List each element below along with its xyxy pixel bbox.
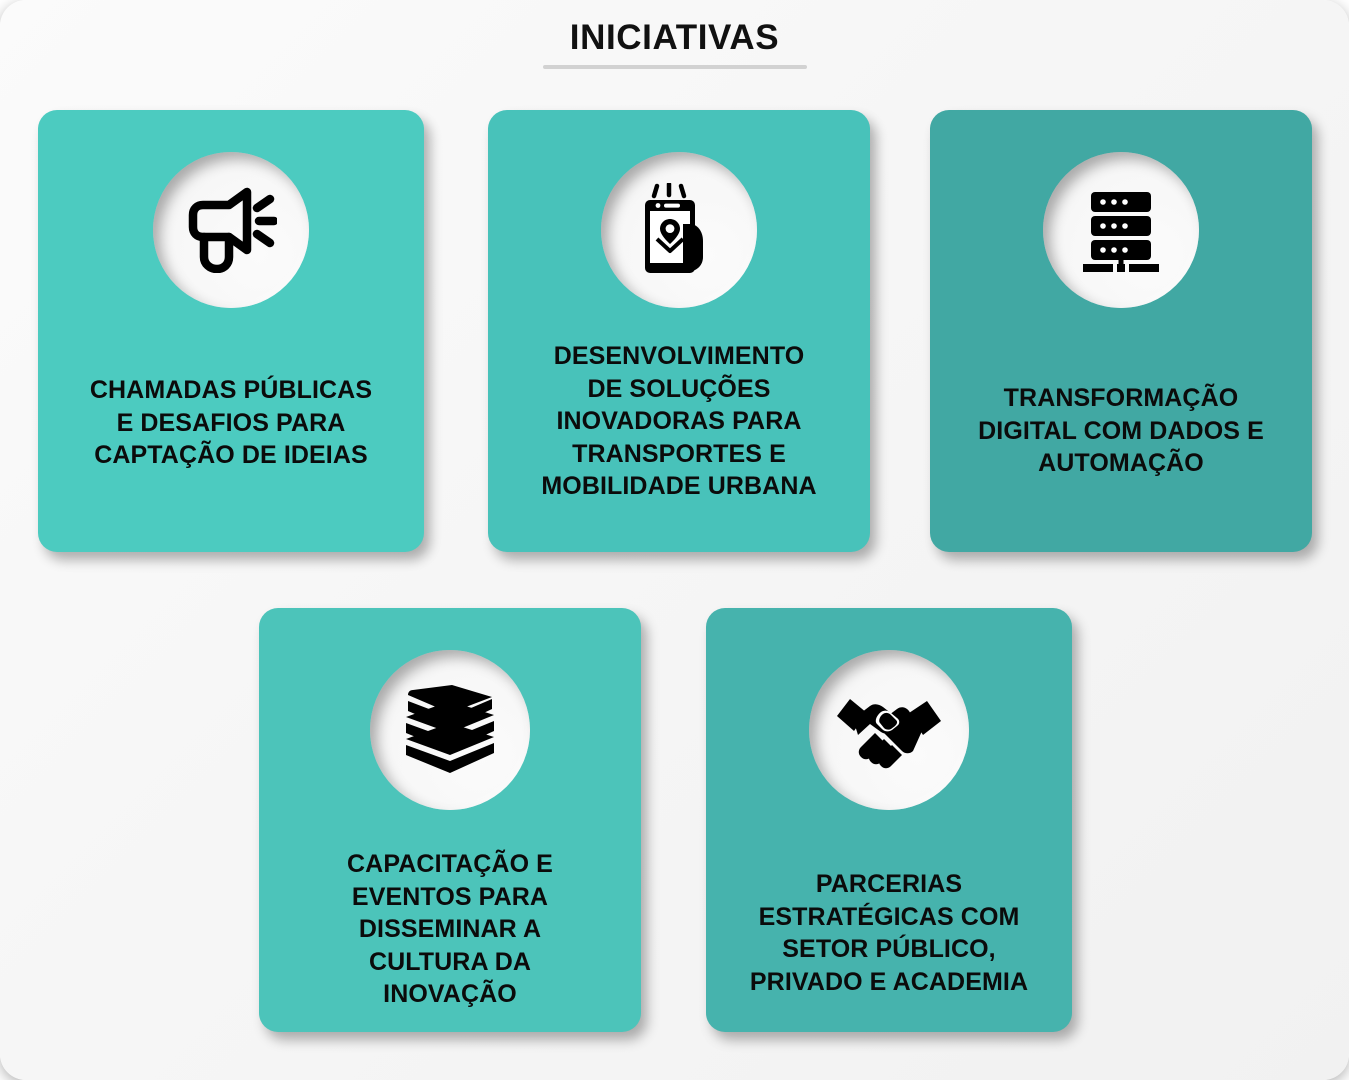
handshake-icon bbox=[834, 691, 944, 769]
initiative-card-chamadas-publicas[interactable]: CHAMADAS PÚBLICAS E DESAFIOS PARA CAPTAÇ… bbox=[38, 110, 424, 552]
megaphone-icon bbox=[185, 187, 277, 273]
initiative-label: CHAMADAS PÚBLICAS E DESAFIOS PARA CAPTAÇ… bbox=[89, 376, 373, 469]
initiative-card-desenvolvimento-solucoes[interactable]: DESENVOLVIMENTO DE SOLUÇÕES INOVADORAS P… bbox=[488, 110, 870, 552]
icon-badge bbox=[153, 152, 309, 308]
initiative-label: CAPACITAÇÃO E EVENTOS PARA DISSEMINAR A … bbox=[347, 850, 553, 1008]
icon-badge bbox=[370, 650, 530, 810]
initiative-label: DESENVOLVIMENTO DE SOLUÇÕES INOVADORAS P… bbox=[541, 342, 817, 500]
books-stack-icon bbox=[400, 683, 500, 777]
server-stack-icon bbox=[1075, 187, 1167, 273]
page-title: INICIATIVAS bbox=[569, 18, 780, 57]
icon-badge bbox=[1043, 152, 1199, 308]
mobile-location-icon bbox=[633, 183, 725, 277]
initiative-card-parcerias-estrategicas[interactable]: PARCERIAS ESTRATÉGICAS COM SETOR PÚBLICO… bbox=[706, 608, 1072, 1032]
initiative-card-capacitacao-eventos[interactable]: CAPACITAÇÃO E EVENTOS PARA DISSEMINAR A … bbox=[259, 608, 641, 1032]
initiative-card-transformacao-digital[interactable]: TRANSFORMAÇÃO DIGITAL COM DADOS E AUTOMA… bbox=[930, 110, 1312, 552]
icon-badge bbox=[809, 650, 969, 810]
icon-badge bbox=[601, 152, 757, 308]
initiative-label: TRANSFORMAÇÃO DIGITAL COM DADOS E AUTOMA… bbox=[978, 384, 1264, 477]
page-title-block: INICIATIVAS bbox=[0, 20, 1349, 69]
initiative-label: PARCERIAS ESTRATÉGICAS COM SETOR PÚBLICO… bbox=[749, 870, 1029, 996]
title-underline bbox=[542, 65, 807, 69]
